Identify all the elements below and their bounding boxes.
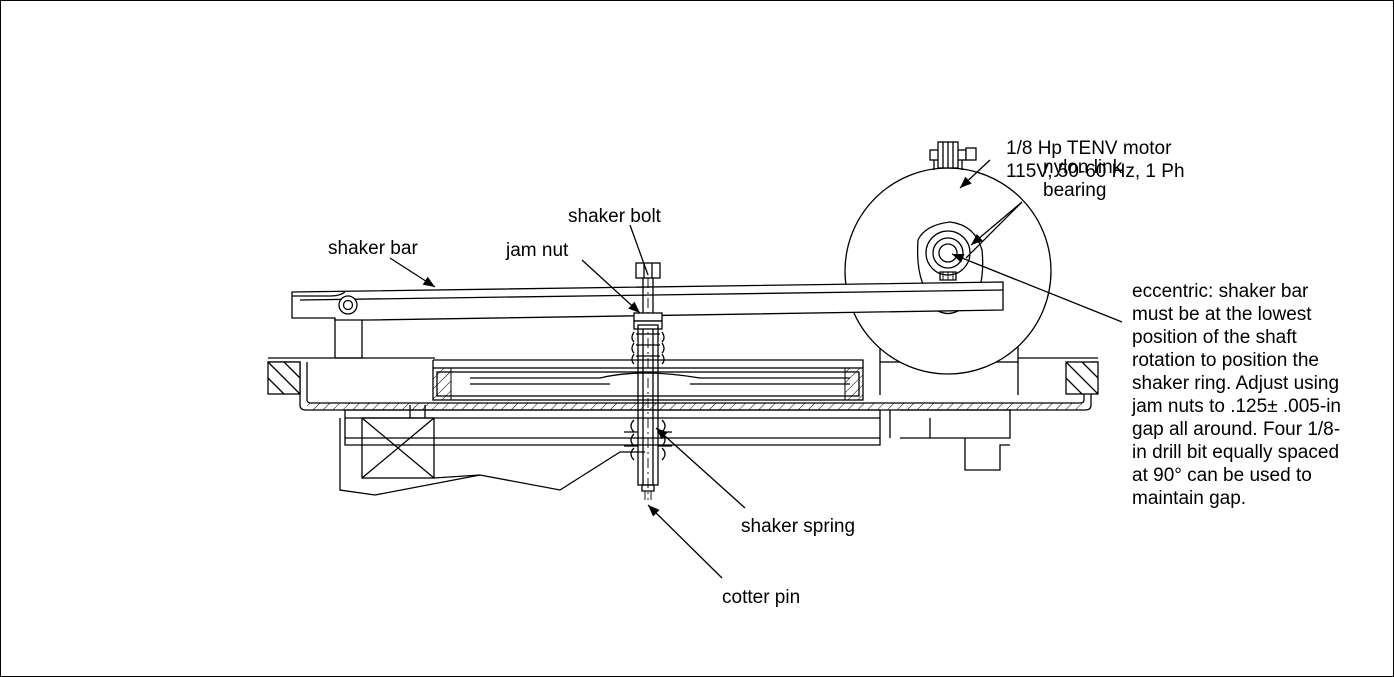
shaker-bolt-assembly	[624, 262, 672, 500]
shaker-bar-label: shaker bar	[328, 238, 418, 259]
shaker-bolt-label: shaker bolt	[568, 206, 662, 227]
eccentric-note-line: must be at the lowest	[1132, 304, 1312, 325]
shaker-bar	[291, 281, 1004, 321]
motor-label-line2: 115V, 50-60 Hz, 1 Ph	[1006, 161, 1185, 182]
cotter-pin	[641, 484, 655, 492]
shaker-bolt	[635, 262, 661, 279]
eccentric-note-line: gap all around. Four 1/8-	[1132, 419, 1340, 440]
cotter-pin-label: cotter pin	[722, 587, 800, 608]
eccentric-shaft	[938, 243, 958, 263]
nylon-label-line1: nylon link	[1043, 157, 1123, 178]
leader-lines	[389, 159, 1123, 579]
eccentric-note-line: maintain gap.	[1132, 488, 1246, 509]
motor-label-line1: 1/8 Hp TENV motor	[1006, 138, 1172, 159]
jam-nut-label: jam nut	[505, 240, 569, 261]
shaker-ring	[432, 359, 864, 401]
shaker-spring	[630, 419, 635, 461]
eccentric-note-line: at 90° can be used to	[1132, 465, 1312, 486]
eccentric-note-line: rotation to position the	[1132, 350, 1319, 371]
eccentric-note-line: position of the shaft	[1132, 327, 1297, 348]
eccentric-note-line: eccentric: shaker bar	[1132, 281, 1309, 302]
brace-block	[361, 417, 435, 479]
eccentric-note-line: shaker ring. Adjust using	[1132, 373, 1339, 394]
eccentric-note: eccentric: shaker bar must be at the low…	[1131, 281, 1341, 509]
eccentric-note-line: in drill bit equally spaced	[1132, 442, 1339, 463]
jam-nut	[633, 312, 663, 322]
eccentric-note-line: jam nuts to .125± .005-in	[1131, 396, 1341, 417]
lower-frame	[339, 405, 1011, 496]
nylon-label-line2: bearing	[1043, 180, 1106, 201]
shaker-spring-label: shaker spring	[741, 516, 855, 537]
left-post	[334, 318, 363, 359]
